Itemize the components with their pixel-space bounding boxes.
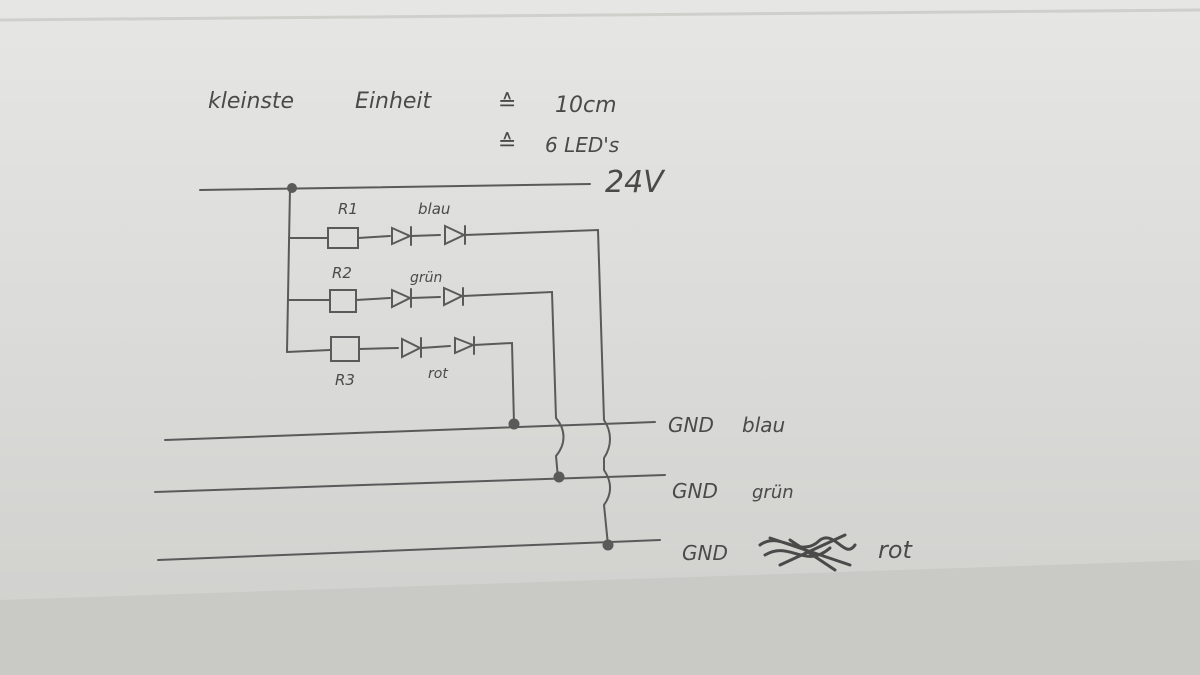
note-eq-2: ≙ (498, 131, 516, 156)
branch-2-wire-a (355, 297, 391, 301)
label-r2: R2 (332, 264, 352, 282)
supply-feed-line (286, 187, 291, 353)
paper-shadow (0, 560, 1200, 675)
label-led-blau: blau (418, 200, 450, 218)
note-6-leds: 6 LED's (545, 133, 619, 157)
led-gruen-1 (391, 288, 413, 309)
branch-3-wire-a (358, 347, 399, 350)
note-10cm: 10cm (555, 93, 617, 118)
led-gruen-2 (443, 286, 465, 307)
gnd-rail-gruen (154, 474, 666, 493)
junction-gnd-gruen (553, 471, 565, 483)
label-led-gruen: grün (410, 270, 442, 286)
supply-rail-24v (199, 183, 591, 191)
label-gnd-1: GND (668, 413, 714, 437)
branch-2-wire-b (410, 296, 441, 299)
branch-1-wire-a (357, 235, 391, 239)
label-gnd-rot: rot (878, 536, 914, 564)
branch-3-wire-b (420, 345, 451, 349)
paper-top-edge (0, 8, 1200, 22)
note-24v: 24V (605, 165, 666, 200)
led-blau-1 (391, 226, 413, 246)
note-eq-1: ≙ (498, 91, 516, 116)
branch-1-return-wire (464, 228, 611, 546)
gnd-rail-blau (164, 421, 656, 441)
label-gnd-blau: blau (742, 413, 785, 437)
led-blau-2 (444, 224, 467, 246)
label-led-rot: rot (428, 366, 448, 382)
resistor-r1-symbol (327, 227, 359, 249)
junction-gnd-rot (602, 539, 614, 551)
scribble-crossed-out (758, 533, 857, 572)
branch-1-wire-b (410, 234, 441, 237)
resistor-r2-symbol (329, 289, 357, 313)
resistor-r3-symbol (330, 336, 360, 362)
label-r3: R3 (335, 371, 355, 389)
branch-2-return-wire (462, 290, 565, 479)
note-kleinste: kleinste (208, 89, 294, 114)
led-rot-1 (401, 337, 423, 359)
junction-gnd-blau (508, 418, 520, 430)
label-gnd-3: GND (682, 541, 728, 565)
note-einheit: Einheit (355, 89, 433, 114)
branch-3-wire-in (286, 349, 331, 353)
branch-3-return-wire (473, 341, 515, 425)
label-gnd-2: GND (672, 479, 718, 503)
label-r1: R1 (338, 200, 358, 218)
led-rot-2 (454, 336, 476, 355)
label-gnd-gruen: grün (752, 482, 794, 503)
gnd-rail-rot (157, 539, 661, 561)
